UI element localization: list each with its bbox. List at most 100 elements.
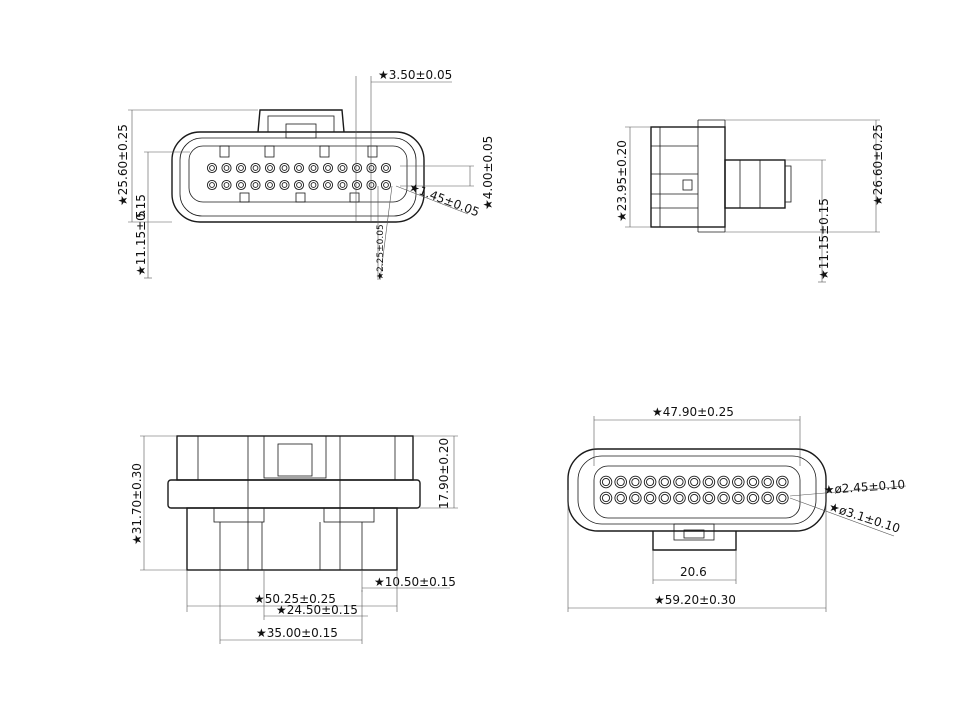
dim-label: ★10.50±0.15 [374, 575, 456, 589]
pin-cavity [322, 162, 334, 174]
pin-contact [310, 182, 317, 188]
pin-contact [660, 493, 669, 503]
dim-leader [395, 185, 469, 215]
dim-leader [789, 497, 895, 537]
pin-cavity [658, 491, 672, 505]
pin-contact [267, 182, 273, 188]
pin-contact [763, 477, 772, 487]
pin-cavity [629, 491, 642, 505]
bottom-lower-block [186, 507, 398, 571]
pin-cavity [206, 162, 218, 174]
pin-cavity [380, 179, 392, 191]
pin-contact [339, 165, 346, 171]
pin-contact [616, 477, 625, 487]
front-key [264, 145, 275, 158]
pin-cavity [322, 179, 334, 191]
front-latch-window [285, 123, 317, 139]
pin-cavity [702, 491, 716, 505]
side-plug-tip [784, 165, 792, 203]
pin-contact [339, 182, 346, 188]
pin-contact [296, 182, 302, 188]
pin-cavity [279, 179, 290, 191]
front-view: ★3.50±0.05 ★25.60±0.25 5 ★11.15±0.15 ★4.… [116, 68, 495, 281]
pin-contact [238, 165, 244, 171]
dim-label: ★59.20±0.30 [654, 593, 736, 607]
pin-cavity [673, 475, 686, 489]
face-pin-grid [599, 475, 789, 505]
pin-contact [281, 182, 288, 188]
pin-contact [296, 165, 302, 171]
bottom-latch-window [277, 443, 313, 477]
pin-cavity [366, 162, 377, 174]
pin-cavity [337, 162, 348, 174]
pin-contact [704, 477, 713, 487]
pin-cavity [643, 475, 657, 489]
dim-label: ★3.50±0.05 [378, 68, 452, 82]
pin-contact [252, 182, 259, 188]
pin-cavity [293, 179, 305, 191]
front-housing-mid [179, 137, 417, 217]
face-view: ★47.90±0.25 ★ø2.45±0.10 ★ø3.1±0.10 20.6 … [567, 405, 907, 612]
front-key [319, 145, 330, 158]
pin-contact [354, 165, 360, 171]
pin-contact [601, 477, 611, 487]
pin-cavity [599, 475, 613, 489]
bottom-latch [263, 435, 327, 479]
pin-contact [704, 493, 713, 503]
pin-contact [778, 477, 787, 487]
pin-cavity [761, 491, 774, 505]
pin-cavity [629, 475, 642, 489]
pin-contact [690, 477, 699, 487]
pin-contact [368, 165, 375, 171]
face-cavity [593, 465, 801, 519]
pin-contact [675, 493, 684, 503]
pin-cavity [351, 179, 363, 191]
pin-cavity [235, 179, 247, 191]
dim-label: ★25.60±0.25 [116, 124, 130, 206]
pin-contact [719, 477, 728, 487]
pin-cavity [380, 162, 392, 174]
dim-leader [379, 185, 393, 281]
pin-contact [252, 165, 259, 171]
pin-cavity [221, 179, 232, 191]
pin-contact [646, 477, 655, 487]
pin-cavity [337, 179, 348, 191]
pin-contact [601, 493, 611, 503]
dim-label: 17.90±0.20 [437, 438, 451, 509]
dim-label: 5 [134, 210, 148, 218]
pin-contact [778, 493, 787, 503]
pin-cavity [761, 475, 774, 489]
pin-cavity [746, 475, 760, 489]
pin-cavity [351, 162, 363, 174]
front-housing-outer [171, 131, 425, 223]
bottom-tab [213, 507, 265, 523]
pin-contact [763, 493, 772, 503]
bottom-view: ★31.70±0.30 17.90±0.20 ★10.50±0.15 ★50.2… [130, 435, 458, 644]
bottom-tab [323, 507, 375, 523]
dim-label: 20.6 [680, 565, 707, 579]
pin-cavity [206, 179, 218, 191]
front-pin-grid [206, 162, 392, 191]
pin-cavity [702, 475, 716, 489]
dim-leader [789, 485, 907, 497]
pin-cavity [776, 475, 789, 489]
pin-contact [631, 477, 640, 487]
pin-cavity [717, 475, 730, 489]
pin-cavity [732, 491, 745, 505]
pin-cavity [614, 491, 627, 505]
pin-contact [368, 182, 375, 188]
pin-contact [646, 493, 655, 503]
pin-contact [281, 165, 288, 171]
dim-label: ★24.50±0.15 [276, 603, 358, 617]
front-key [295, 192, 306, 203]
pin-contact [748, 477, 758, 487]
pin-cavity [264, 179, 276, 191]
dim-label: ★11.15±0.15 [817, 198, 831, 280]
pin-contact [383, 165, 389, 171]
pin-contact [660, 477, 669, 487]
pin-cavity [614, 475, 627, 489]
front-cavity [188, 145, 408, 203]
dim-label: ★ø2.45±0.10 [823, 477, 905, 497]
dim-label: ★31.70±0.30 [130, 463, 144, 545]
